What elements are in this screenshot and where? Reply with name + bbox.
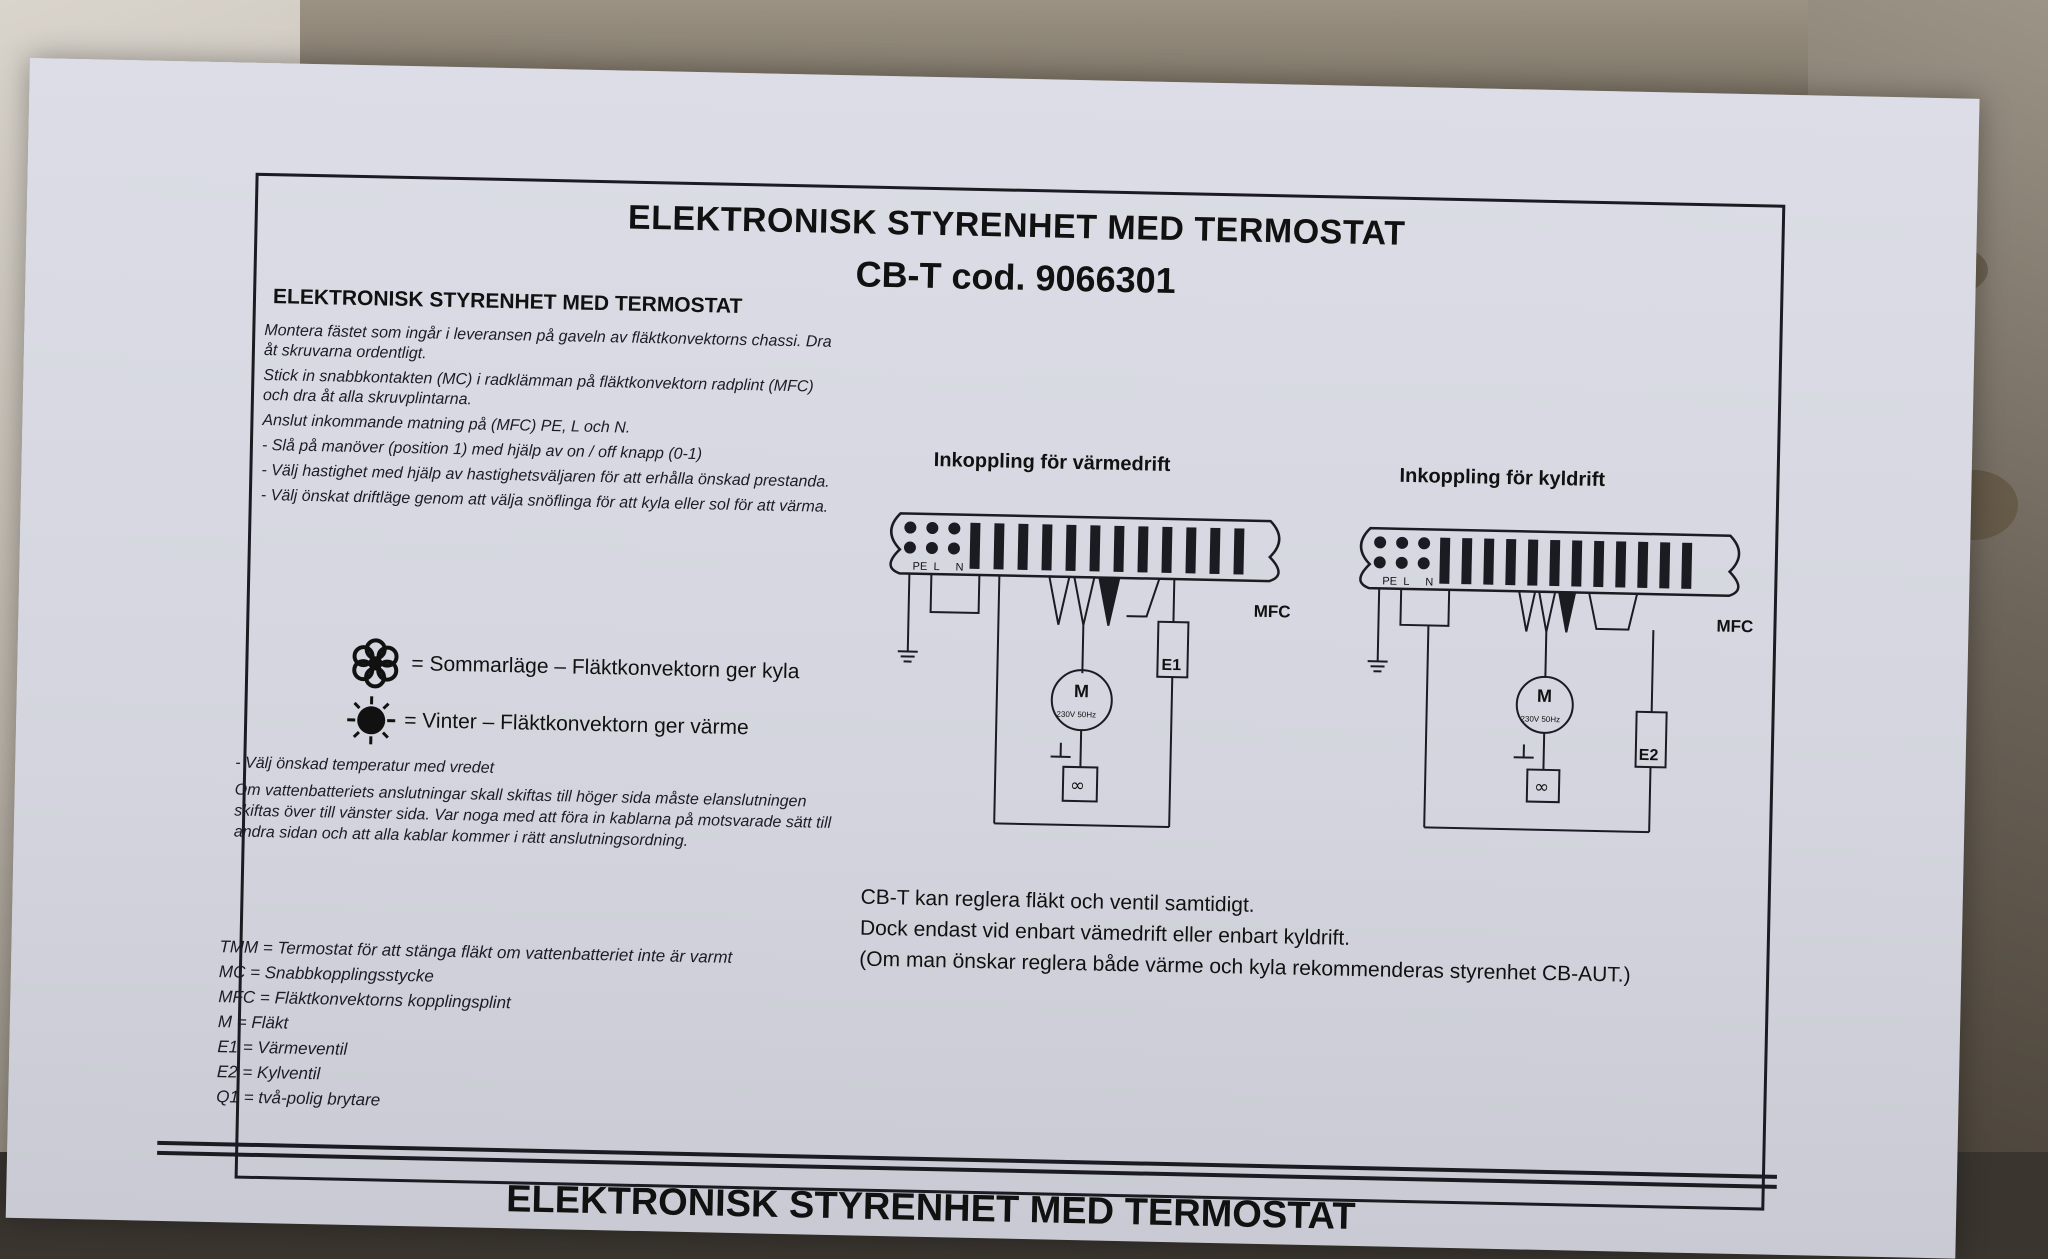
motor-rating: 230V 50Hz	[1520, 714, 1560, 724]
mfc-label: MFC	[1716, 616, 1753, 636]
heating-wiring-diagram: PE L N MFC M 230V 50Hz E1 ∞	[864, 501, 1301, 840]
winter-mode-label: = Vinter – Fläktkonvektorn ger värme	[404, 709, 749, 740]
winter-mode-row: = Vinter – Fläktkonvektorn ger värme	[346, 695, 749, 753]
mfc-label: MFC	[1253, 602, 1290, 622]
abbreviation-legend: TMM = Termostat för att stänga fläkt om …	[216, 934, 840, 1122]
terminal-label: N	[955, 561, 963, 573]
instruction-list: Montera fästet som ingår i leveransen på…	[261, 321, 835, 523]
terminal-label: PE	[912, 561, 927, 573]
terminal-label: PE	[1382, 575, 1397, 587]
terminal-label: L	[1403, 576, 1409, 588]
summer-mode-row: = Sommarläge – Fläktkonvektorn ger kyla	[347, 635, 800, 700]
terminal-label: N	[1425, 576, 1433, 588]
instruction-list-2: - Välj önskad temperatur med vredet Om v…	[233, 752, 835, 861]
instruction-item: Om vattenbatteriets anslutningar skall s…	[234, 779, 835, 855]
heating-diagram-title: Inkoppling för värmedrift	[934, 449, 1171, 477]
switch-icon: ∞	[1070, 775, 1085, 796]
sun-icon	[346, 695, 397, 746]
switch-icon: ∞	[1534, 777, 1549, 798]
motor-label: M	[1074, 681, 1089, 701]
motor-rating: 230V 50Hz	[1056, 710, 1096, 720]
document-sheet: ELEKTRONISK STYRENHET MED TERMOSTAT CB-T…	[6, 58, 1980, 1259]
cooling-wiring-diagram: PE L N MFC M 230V 50Hz E2 ∞	[1334, 516, 1771, 855]
summer-mode-label: = Sommarläge – Fläktkonvektorn ger kyla	[411, 652, 800, 684]
instruction-item: Stick in snabbkontakten (MC) i radklämma…	[263, 366, 834, 418]
valve-label: E2	[1639, 747, 1659, 764]
terminal-label: L	[933, 561, 939, 573]
control-notes: CB-T kan reglera fläkt och ventil samtid…	[859, 882, 1632, 991]
valve-label: E1	[1161, 657, 1181, 674]
cooling-diagram-title: Inkoppling för kyldrift	[1399, 465, 1605, 492]
snowflake-icon	[347, 635, 404, 692]
motor-label: M	[1537, 686, 1552, 706]
